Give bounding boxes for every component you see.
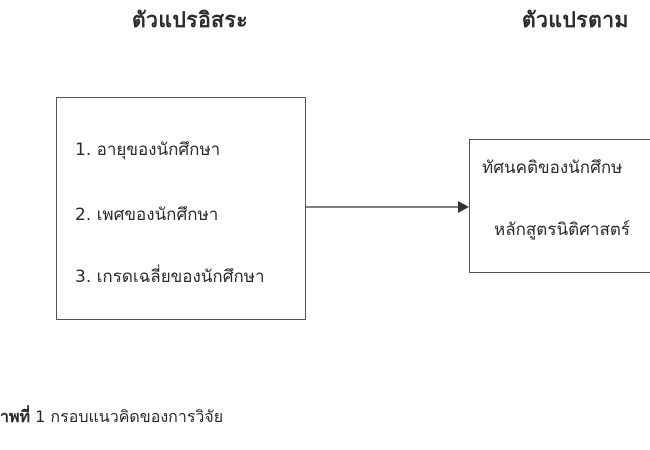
independent-variables-box: 1. อายุของนักศึกษา 2. เพศของนักศึกษา 3. … — [56, 97, 306, 320]
dependent-line-attitude: ทัศนคติของนักศึกษ — [482, 158, 623, 178]
arrow-head-icon — [458, 201, 469, 213]
independent-variable-heading: ตัวแปรอิสระ — [132, 8, 249, 32]
independent-item-gender: 2. เพศของนักศึกษา — [75, 205, 219, 225]
dependent-line-curriculum: หลักสูตรนิติศาสตร์ — [494, 220, 631, 240]
figure-caption-label: าพที่ — [0, 407, 31, 426]
dependent-variable-box: ทัศนคติของนักศึกษ หลักสูตรนิติศาสตร์ — [469, 139, 650, 273]
dependent-variable-heading: ตัวแปรตาม — [522, 8, 629, 32]
independent-item-age: 1. อายุของนักศึกษา — [75, 140, 221, 160]
relationship-arrow — [306, 201, 469, 213]
figure-caption: าพที่ 1 กรอบแนวคิดของการวิจัย — [0, 405, 223, 430]
independent-item-gpa: 3. เกรดเฉลี่ยของนักศึกษา — [75, 267, 265, 287]
figure-caption-text: 1 กรอบแนวคิดของการวิจัย — [30, 407, 224, 426]
